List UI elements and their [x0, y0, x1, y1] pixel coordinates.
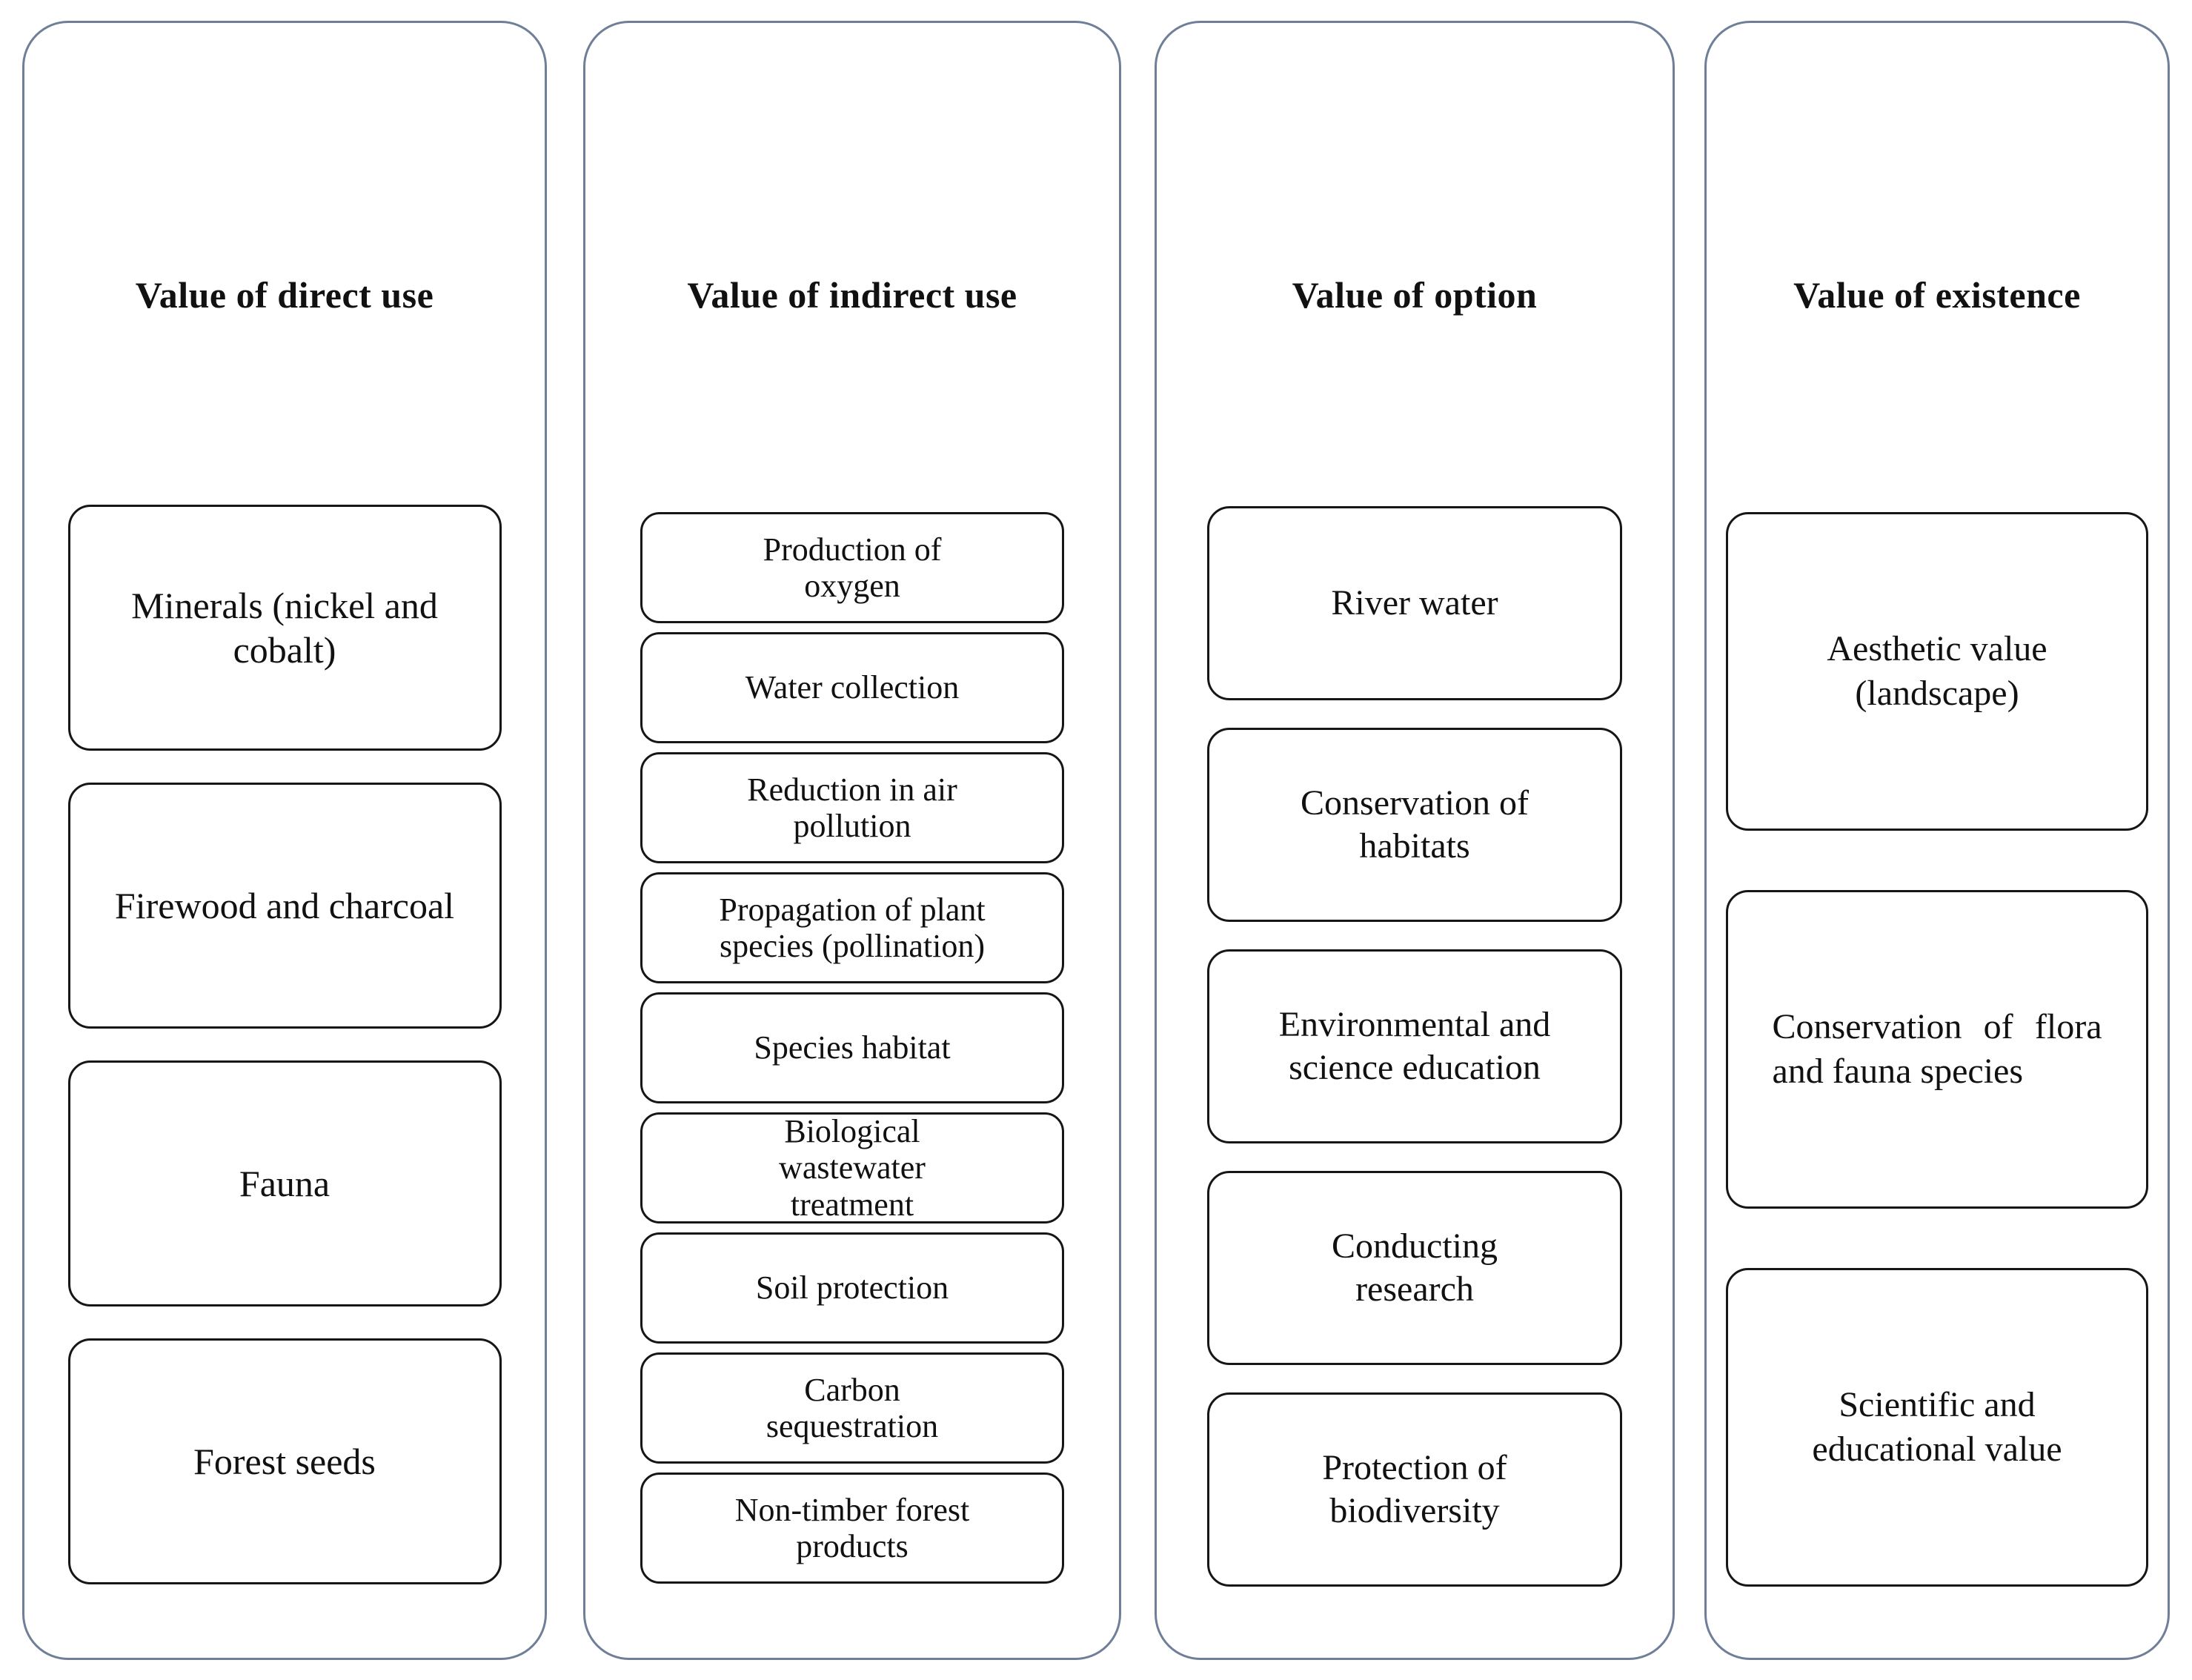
value-box: Soil protection	[640, 1232, 1064, 1344]
value-box-label: Protection of biodiversity	[1322, 1448, 1507, 1530]
value-box: Minerals (nickel and cobalt)	[67, 505, 502, 751]
value-box-label: Fauna	[239, 1163, 331, 1204]
value-box: Aesthetic value (landscape)	[1726, 512, 2148, 831]
value-box: Non-timber forest products	[640, 1473, 1064, 1584]
value-box: River water	[1207, 506, 1622, 700]
value-box-label: Water collection	[745, 669, 960, 706]
value-box-label: Propagation of plant species (pollinatio…	[719, 891, 986, 964]
value-box-label: Firewood and charcoal	[114, 885, 455, 926]
box-list: Aesthetic value (landscape) Conservation…	[1707, 512, 2168, 1587]
value-box-label: Species habitat	[754, 1029, 951, 1066]
column-value-of-option: Value of option River water Conservation…	[1155, 21, 1675, 1660]
value-box: Species habitat	[640, 992, 1064, 1103]
column-title: Value of indirect use	[687, 274, 1017, 316]
column-value-of-direct-use: Value of direct use Minerals (nickel and…	[22, 21, 547, 1660]
value-box-label: Minerals (nickel and cobalt)	[131, 585, 438, 671]
value-box-label: Forest seeds	[193, 1441, 376, 1482]
value-box: Conservation of habitats	[1207, 728, 1622, 922]
value-box: Scientific and educational value	[1726, 1268, 2148, 1587]
value-box-label: Production of oxygen	[763, 531, 942, 604]
value-box-label: Conservation of flora and fauna species	[1772, 1007, 2102, 1091]
value-box-label: River water	[1331, 583, 1498, 623]
value-box: Conducting research	[1207, 1171, 1622, 1365]
value-box: Reduction in air pollution	[640, 752, 1064, 863]
value-box-label: Scientific and educational value	[1812, 1385, 2062, 1469]
value-box: Fauna	[67, 1060, 502, 1307]
box-list: River water Conservation of habitats Env…	[1157, 506, 1673, 1587]
value-box: Firewood and charcoal	[67, 783, 502, 1029]
value-box: Water collection	[640, 632, 1064, 743]
value-box: Forest seeds	[67, 1338, 502, 1584]
value-box-label: Soil protection	[755, 1269, 949, 1307]
box-list: Minerals (nickel and cobalt) Firewood an…	[24, 505, 545, 1584]
value-box-label: Non-timber forest products	[734, 1491, 970, 1564]
column-title: Value of direct use	[135, 274, 434, 316]
column-value-of-existence: Value of existence Aesthetic value (land…	[1704, 21, 2170, 1660]
column-title: Value of existence	[1793, 274, 2081, 316]
box-list: Production of oxygen Water collection Re…	[585, 512, 1119, 1584]
value-box-label: Carbon sequestration	[765, 1371, 939, 1444]
column-title: Value of option	[1292, 274, 1538, 316]
value-box-label: Conservation of habitats	[1301, 783, 1529, 866]
value-box-label: Environmental and science education	[1278, 1005, 1551, 1087]
value-box-label: Conducting research	[1332, 1226, 1498, 1309]
value-box: Carbon sequestration	[640, 1352, 1064, 1464]
value-box: Conservation of flora and fauna species	[1726, 890, 2148, 1209]
value-box: Environmental and science education	[1207, 949, 1622, 1143]
value-box-label: Reduction in air pollution	[747, 771, 957, 844]
value-box: Propagation of plant species (pollinatio…	[640, 872, 1064, 983]
value-box: Biological wastewater treatment	[640, 1112, 1064, 1224]
column-value-of-indirect-use: Value of indirect use Production of oxyg…	[583, 21, 1121, 1660]
value-box-label: Aesthetic value (landscape)	[1827, 629, 2047, 713]
value-box: Protection of biodiversity	[1207, 1392, 1622, 1587]
value-box: Production of oxygen	[640, 512, 1064, 623]
value-box-label: Biological wastewater treatment	[779, 1113, 926, 1223]
